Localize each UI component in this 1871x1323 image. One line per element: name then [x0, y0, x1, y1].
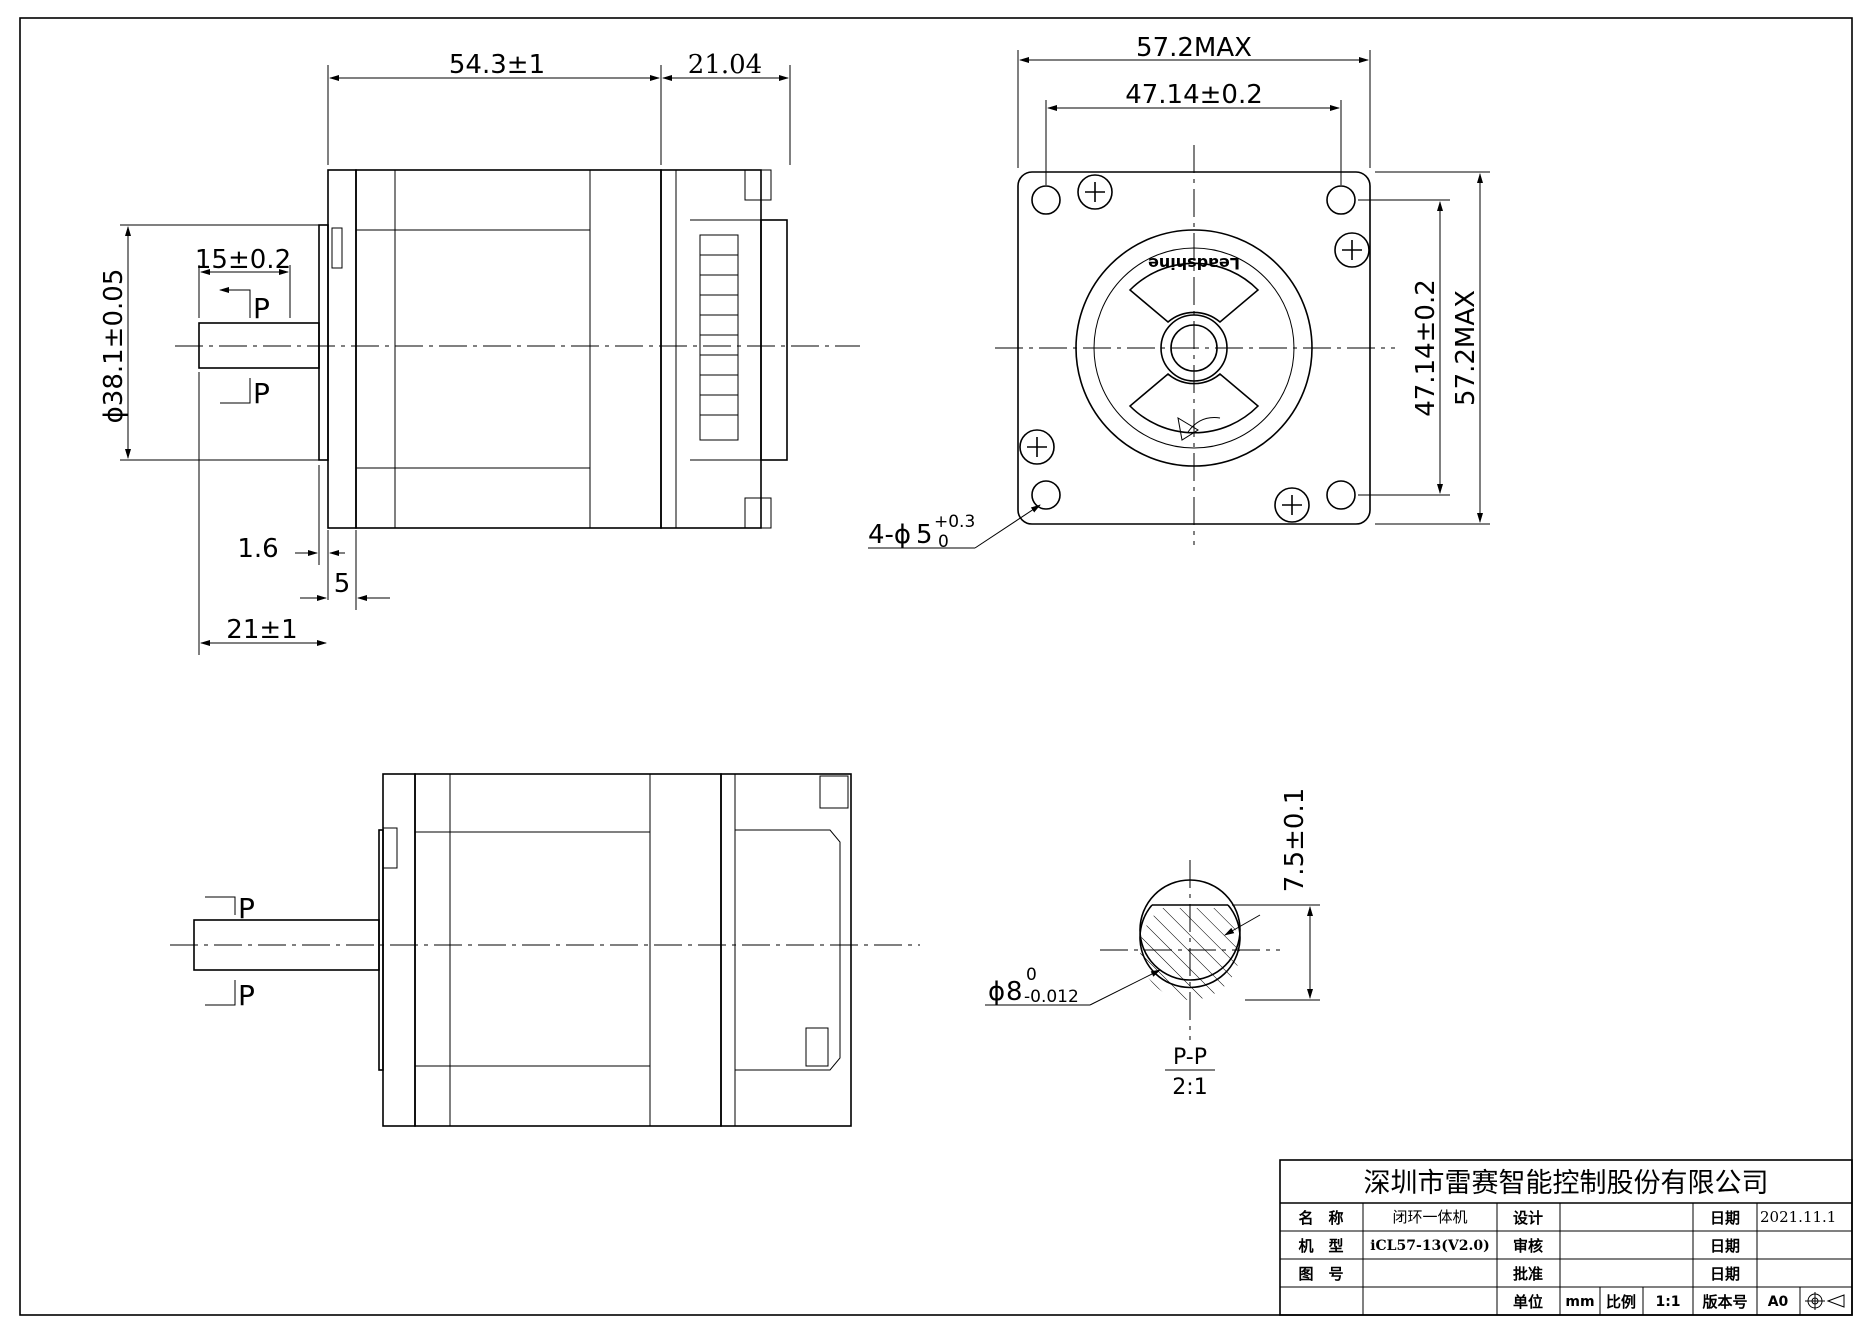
screw-icon — [1334, 232, 1370, 268]
brand-logo: Leadshine — [1148, 254, 1240, 273]
shaft-end — [1160, 314, 1228, 382]
side-view: P P 54.3±1 21.04 15±0.2 ϕ38.1±0.05 1.6 5 — [99, 50, 860, 655]
svg-text:+0.3: +0.3 — [934, 512, 975, 532]
svg-text:审核: 审核 — [1513, 1237, 1543, 1255]
mount-hole — [1326, 480, 1356, 510]
dim-max-width-top: 57.2MAX — [1136, 33, 1252, 63]
rotation-arrow-icon — [1177, 417, 1221, 441]
dim-hole-spacing-side: 47.14±0.2 — [1411, 279, 1441, 417]
section-title: P-P — [1173, 1045, 1207, 1070]
motor-body — [355, 169, 662, 529]
svg-text:比例: 比例 — [1606, 1293, 1636, 1311]
screw-icon — [1077, 174, 1113, 210]
pilot — [318, 224, 329, 461]
model-value: iCL57-13(V2.0) — [1370, 1238, 1490, 1254]
dim-hole-spacing-top: 47.14±0.2 — [1125, 80, 1263, 110]
svg-text:图 号: 图 号 — [1298, 1265, 1343, 1283]
screw-icon — [1274, 487, 1310, 523]
product-name: 闭环一体机 — [1392, 1208, 1467, 1226]
end-view: Leadshine 57.2MAX 47.14±0.2 47.14±0.2 57… — [868, 33, 1490, 552]
mount-hole — [1326, 185, 1356, 215]
section-marker-top: P — [253, 292, 270, 325]
company-name: 深圳市雷赛智能控制股份有限公司 — [1364, 1168, 1769, 1199]
svg-text:批准: 批准 — [1513, 1265, 1543, 1283]
svg-text:-0.012: -0.012 — [1024, 987, 1079, 1007]
svg-text:0: 0 — [1026, 965, 1037, 985]
date-value: 2021.11.1 — [1760, 1208, 1836, 1226]
dim-mount-holes: 4-ϕ 5 +0.3 0 — [868, 512, 975, 552]
section-view: 7.5±0.1 ϕ 8 0 -0.012 P-P 2:1 — [985, 788, 1320, 1100]
shaft-section — [1139, 904, 1241, 989]
dim-driver-length: 21.04 — [688, 50, 762, 80]
svg-text:1:1: 1:1 — [1655, 1294, 1680, 1310]
svg-text:8: 8 — [1006, 977, 1023, 1007]
driver-bottom — [720, 773, 852, 1127]
dim-flange-thickness: 5 — [334, 569, 351, 599]
dim-shaft-length: 15±0.2 — [195, 245, 291, 275]
svg-text:5: 5 — [916, 520, 933, 550]
mount-hole — [1031, 480, 1061, 510]
dim-shaft-diameter: ϕ 8 0 -0.012 — [988, 965, 1079, 1007]
dim-body-length: 54.3±1 — [449, 50, 545, 80]
flange — [327, 169, 357, 529]
encoder-cover — [1075, 229, 1313, 467]
bottom-view: P P — [170, 773, 920, 1127]
title-block: 深圳市雷赛智能控制股份有限公司 名 称 闭环一体机 设计 日期 2021.11.… — [1279, 1159, 1853, 1316]
dim-max-width-side: 57.2MAX — [1451, 290, 1481, 406]
dim-pilot-diameter: ϕ38.1±0.05 — [99, 269, 129, 424]
motor-body-bottom — [414, 773, 722, 1127]
dim-pilot-height: 1.6 — [237, 534, 278, 564]
svg-text:名 称: 名 称 — [1298, 1209, 1343, 1227]
section-marker-bottom: P — [253, 377, 270, 410]
section-marker-bottom-bottom: P — [238, 979, 255, 1012]
section-marker-bottom-top: P — [238, 892, 255, 925]
svg-text:机 型: 机 型 — [1298, 1237, 1343, 1255]
svg-text:A0: A0 — [1768, 1294, 1789, 1310]
svg-text:单位: 单位 — [1513, 1293, 1543, 1311]
svg-text:设计: 设计 — [1513, 1209, 1543, 1227]
dim-flat-height: 7.5±0.1 — [1280, 788, 1310, 892]
svg-text:日期: 日期 — [1710, 1237, 1740, 1255]
section-scale: 2:1 — [1172, 1075, 1207, 1100]
svg-text:0: 0 — [938, 532, 949, 552]
svg-text:mm: mm — [1565, 1294, 1594, 1310]
svg-text:4-ϕ: 4-ϕ — [868, 520, 911, 550]
screw-icon — [1019, 429, 1055, 465]
dim-shaft-extension: 21±1 — [226, 615, 297, 645]
drawing-border — [19, 17, 1853, 1316]
svg-text:日期: 日期 — [1710, 1265, 1740, 1283]
svg-text:ϕ: ϕ — [988, 977, 1005, 1007]
svg-text:版本号: 版本号 — [1702, 1293, 1747, 1311]
svg-text:日期: 日期 — [1710, 1209, 1740, 1227]
mount-hole — [1031, 185, 1061, 215]
connector — [699, 234, 739, 441]
projection-symbol-icon — [1805, 1292, 1845, 1310]
